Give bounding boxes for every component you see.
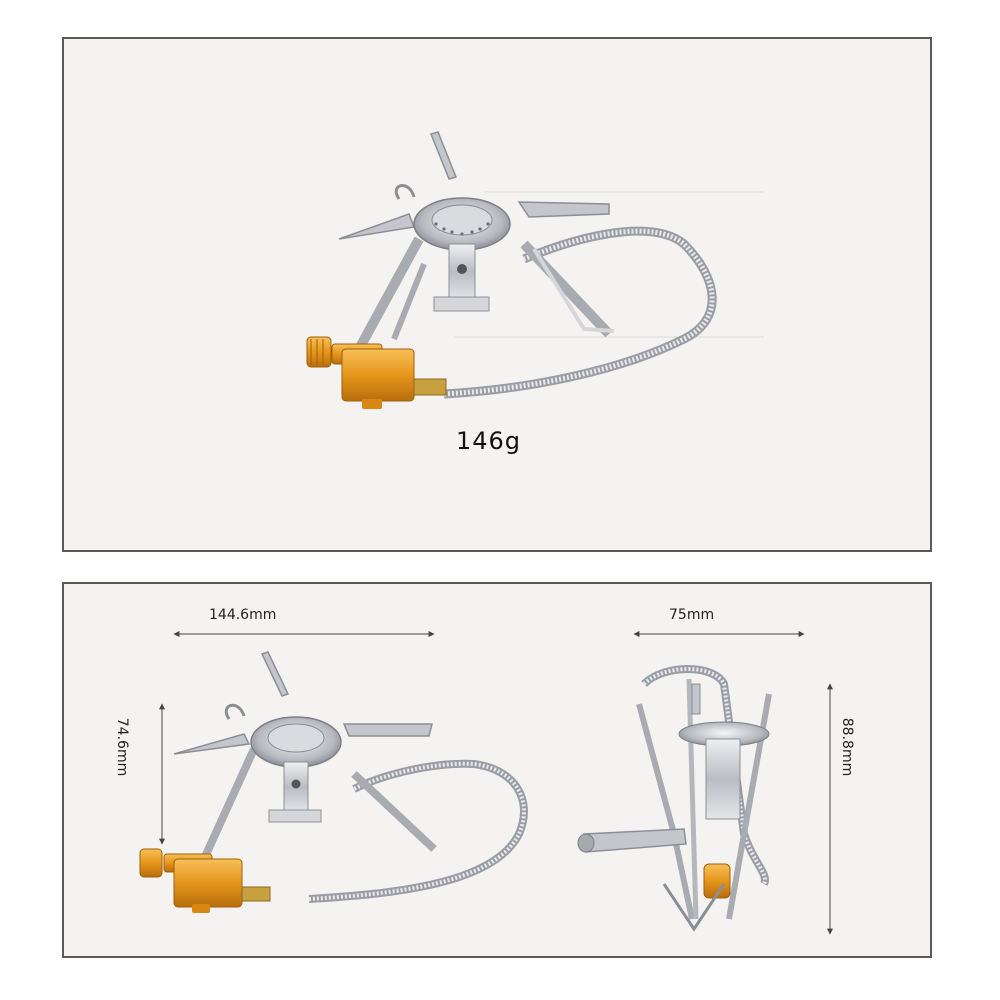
folded-view-height-label: 88.8mm xyxy=(839,717,855,777)
side-view-height-label: 74.6mm xyxy=(114,717,130,777)
bottom-dimensions-panel: 144.6mm 74.6mm 75mm 88.8mm xyxy=(62,582,932,958)
stove-illustration-top xyxy=(306,131,764,409)
stove-dimensions-illustration xyxy=(139,631,833,935)
weight-label: 146g xyxy=(456,427,522,455)
side-view-width-label: 144.6mm xyxy=(209,607,277,623)
top-product-panel: 146g xyxy=(62,37,932,552)
folded-view-width-label: 75mm xyxy=(669,607,715,623)
hose xyxy=(443,226,717,399)
